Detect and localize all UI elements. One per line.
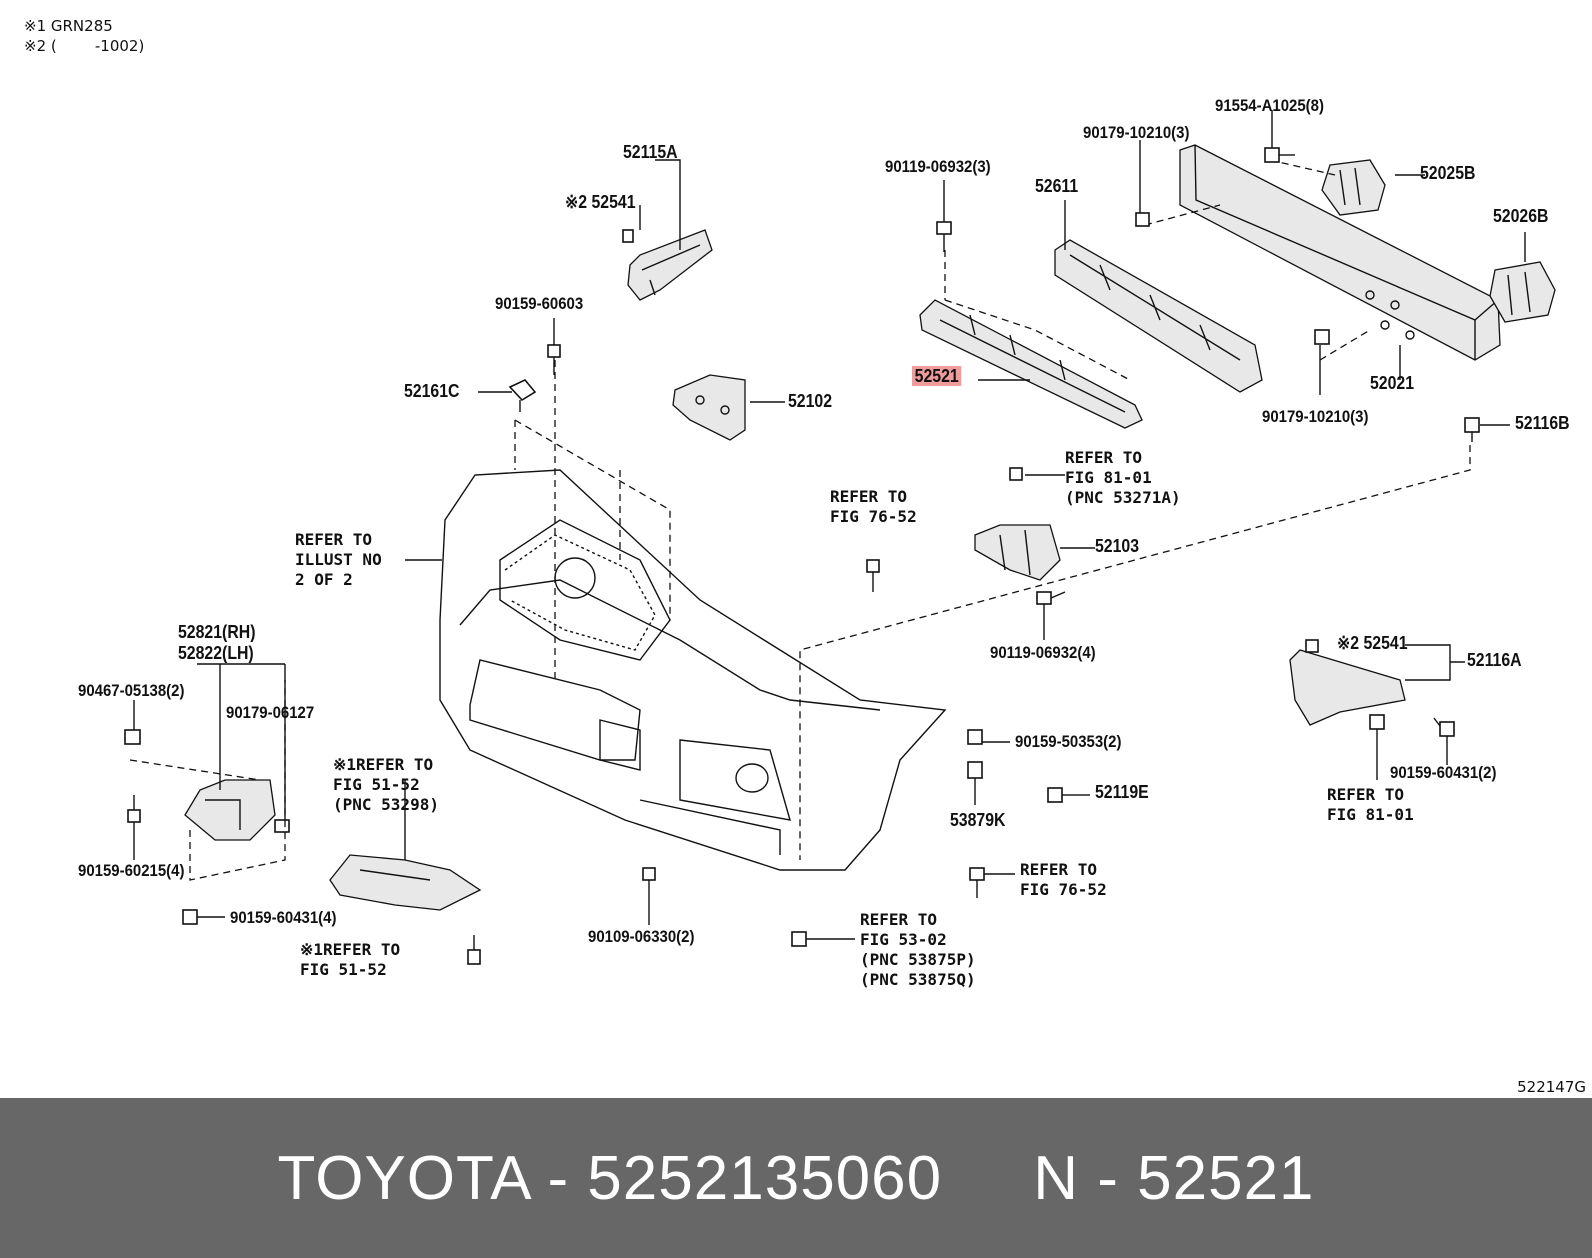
bumper-reinforcement-52021	[1179, 144, 1501, 361]
reference-fig-53-02[interactable]: REFER TO FIG 53-02 (PNC 53875P) (PNC 538…	[860, 910, 976, 989]
part-label-52119e[interactable]: 52119E	[1095, 782, 1149, 802]
reference-illust-2-of-2[interactable]: REFER TO ILLUST NO 2 OF 2	[295, 530, 382, 589]
highlight-52521: 52521	[912, 366, 962, 386]
part-label-90119-06932-3[interactable]: 90119-06932(3)	[885, 157, 991, 176]
bracket-52026b	[1489, 261, 1556, 323]
reference-fig-76-52-bottom[interactable]: REFER TO FIG 76-52	[1020, 860, 1107, 899]
part-label-90159-60215[interactable]: 90159-60215(4)	[78, 861, 185, 880]
part-label-52115a[interactable]: 52115A	[623, 142, 678, 162]
reference-fig-51-52[interactable]: ※1REFER TO FIG 51-52	[300, 940, 401, 979]
support-52521	[919, 299, 1143, 429]
part-footer: TOYOTA - 5252135060 N - 52521	[0, 1098, 1592, 1258]
part-label-90467-05138[interactable]: 90467-05138(2)	[78, 681, 185, 700]
part-label-52521-highlighted[interactable]: 52521	[912, 366, 962, 387]
part-label-90179-10210-3-top[interactable]: 90179-10210(3)	[1083, 123, 1190, 142]
part-label-52116b[interactable]: 52116B	[1515, 413, 1570, 433]
part-label-52116a[interactable]: 52116A	[1467, 650, 1522, 670]
part-label-52821-rh[interactable]: 52821(RH)	[178, 622, 256, 642]
front-bumper-cover	[439, 469, 947, 871]
bracket-52102	[672, 374, 746, 441]
note-1: ※1 GRN285	[24, 17, 113, 35]
applicability-notes: ※1 GRN285 ※2 ( -1002)	[24, 16, 144, 56]
reference-fig-81-01-bottom[interactable]: REFER TO FIG 81-01	[1327, 785, 1414, 824]
reference-fig-76-52-top[interactable]: REFER TO FIG 76-52	[830, 487, 917, 526]
leader-lines	[133, 110, 1526, 940]
part-label-90159-60603[interactable]: 90159-60603	[495, 294, 584, 313]
footer-part-info: TOYOTA - 5252135060 N - 52521	[277, 1143, 1315, 1213]
bracket-52025b	[1321, 159, 1386, 216]
note-2: ※2 ( -1002)	[24, 37, 145, 55]
bracket-52115a	[622, 229, 713, 301]
part-label-52541-right[interactable]: ※2 52541	[1337, 633, 1408, 653]
part-label-90159-50353[interactable]: 90159-50353(2)	[1015, 732, 1122, 751]
part-label-90159-60431-2[interactable]: 90159-60431(2)	[1390, 763, 1497, 782]
under-cover-53298	[329, 854, 482, 911]
fasteners	[127, 147, 1480, 965]
bracket-52116a	[1289, 639, 1406, 726]
part-label-90159-60431-4[interactable]: 90159-60431(4)	[230, 908, 337, 927]
part-label-90109-06330[interactable]: 90109-06330(2)	[588, 927, 695, 946]
part-label-91554-a1025[interactable]: 91554-A1025(8)	[1215, 96, 1324, 115]
bracket-52821	[124, 729, 290, 841]
part-label-90179-10210-3-bottom[interactable]: 90179-10210(3)	[1262, 407, 1369, 426]
diagram-code: 522147G	[1517, 1078, 1586, 1096]
part-label-52025b[interactable]: 52025B	[1420, 163, 1476, 183]
part-label-90179-06127[interactable]: 90179-06127	[226, 703, 315, 722]
part-label-52541-top[interactable]: ※2 52541	[565, 192, 636, 212]
parts-diagram: ※1 GRN285 ※2 ( -1002) 52115A ※2 52541 90…	[24, 16, 1586, 1096]
absorber-52611	[1054, 239, 1263, 393]
part-label-52021[interactable]: 52021	[1370, 373, 1415, 393]
part-label-52611[interactable]: 52611	[1035, 176, 1079, 196]
part-label-53879k[interactable]: 53879K	[950, 810, 1006, 830]
part-label-52822-lh[interactable]: 52822(LH)	[178, 643, 254, 663]
exploded-view-drawing	[124, 110, 1556, 965]
part-label-52103[interactable]: 52103	[1095, 536, 1140, 556]
bracket-52103	[974, 524, 1061, 581]
part-label-52161c[interactable]: 52161C	[404, 381, 460, 401]
reference-fig-81-01-top[interactable]: REFER TO FIG 81-01 (PNC 53271A)	[1065, 448, 1181, 507]
reference-fig-51-52-pnc[interactable]: ※1REFER TO FIG 51-52 (PNC 53298)	[333, 755, 439, 814]
part-label-52026b[interactable]: 52026B	[1493, 206, 1549, 226]
part-label-90119-06932-4[interactable]: 90119-06932(4)	[990, 643, 1096, 662]
part-label-52102[interactable]: 52102	[788, 391, 833, 411]
